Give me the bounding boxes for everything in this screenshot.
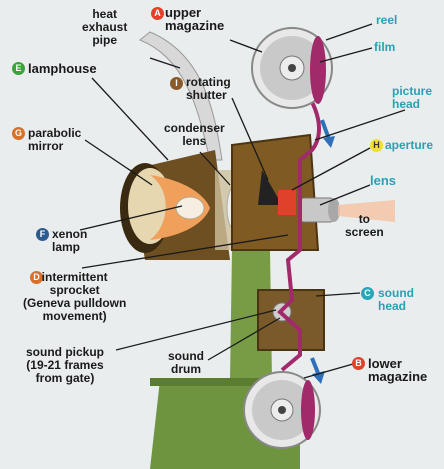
badge-i: I [170,77,183,90]
xenon-lamp [176,197,204,219]
badge-f: F [36,228,49,241]
badge-g: G [12,127,25,140]
label-reel: reel [376,14,397,27]
label-picture-head: picture head [392,85,432,111]
label-parabolic-mirror: parabolic mirror [28,127,81,153]
label-upper-magazine: upper magazine [165,6,224,32]
badge-b: B [352,357,365,370]
badge-a: A [151,7,164,20]
label-intermittent-sprocket: intermittent sprocket (Geneva pulldown m… [23,271,126,323]
upper-reel [252,28,332,108]
label-sound-head: sound head [378,287,414,313]
label-heat-exhaust-pipe: heat exhaust pipe [82,8,127,47]
label-film: film [374,41,395,54]
label-to-screen: to screen [345,213,384,239]
label-sound-drum: sound drum [168,350,204,376]
label-condenser-lens: condenser lens [164,122,225,148]
label-xenon-lamp: xenon lamp [52,228,87,254]
label-rotating-shutter: rotating shutter [186,76,231,102]
badge-e: E [12,62,25,75]
label-sound-pickup: sound pickup (19-21 frames from gate) [26,346,104,385]
label-aperture: aperture [385,139,433,152]
lower-reel [244,372,320,448]
label-lower-magazine: lower magazine [368,357,427,383]
label-lamphouse: lamphouse [28,62,97,75]
label-lens: lens [370,174,396,187]
badge-h: H [370,139,383,152]
badge-c: C [361,287,374,300]
